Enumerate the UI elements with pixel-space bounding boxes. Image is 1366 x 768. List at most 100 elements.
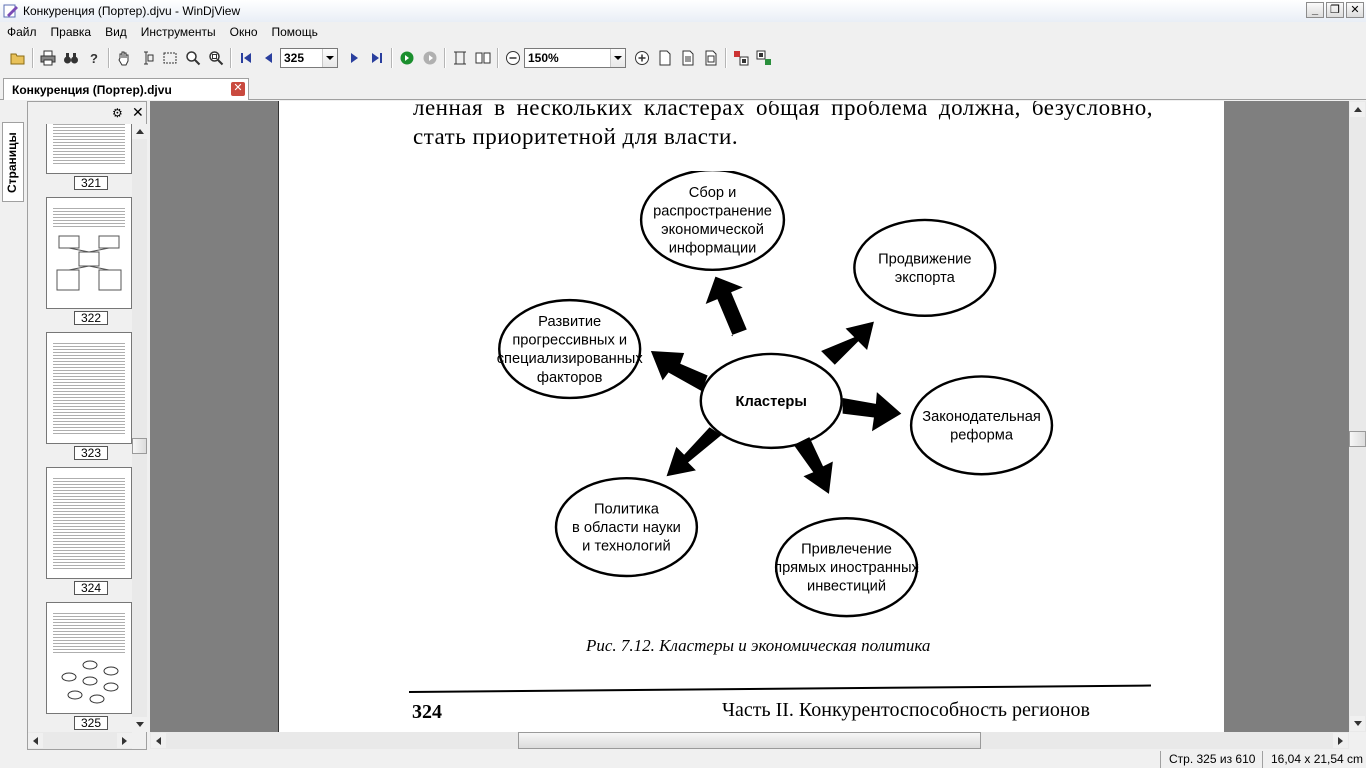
separator [108, 48, 109, 68]
main-horizontal-scrollbar[interactable] [150, 732, 1349, 749]
fit-page-icon[interactable] [653, 47, 676, 69]
scroll-right-icon[interactable] [1333, 733, 1348, 748]
scrollbar-thumb[interactable] [132, 438, 147, 454]
chevron-down-icon[interactable] [610, 49, 625, 67]
settings-icon[interactable]: ⚙ [112, 106, 123, 120]
prev-page-icon[interactable] [257, 47, 280, 69]
zoom-icon[interactable] [181, 47, 204, 69]
thumbnail-page[interactable] [46, 602, 132, 714]
toolbar: ? 325 150% [0, 44, 1366, 72]
arrow-icon [650, 351, 708, 392]
main-vertical-scrollbar[interactable] [1349, 101, 1366, 732]
back-history-icon[interactable] [418, 47, 441, 69]
chevron-down-icon[interactable] [322, 49, 337, 67]
thumbnail-page[interactable] [46, 467, 132, 579]
thumbnail-page[interactable] [46, 332, 132, 444]
scroll-down-icon[interactable] [1350, 716, 1365, 731]
status-size: 16,04 x 21,54 cm [1262, 751, 1366, 768]
find-icon[interactable] [59, 47, 82, 69]
arrow-icon [705, 276, 747, 337]
node-label-line: и технологий [582, 539, 670, 555]
center-ellipse [699, 352, 843, 450]
thumbnail-page[interactable] [46, 197, 132, 309]
select-area-icon[interactable] [158, 47, 181, 69]
print-icon[interactable] [36, 47, 59, 69]
menu-file[interactable]: Файл [7, 25, 37, 39]
rotate-right-icon[interactable] [752, 47, 775, 69]
node-ellipse [498, 298, 642, 400]
scroll-down-icon[interactable] [132, 717, 147, 732]
scroll-up-icon[interactable] [132, 124, 147, 139]
menu-window[interactable]: Окно [229, 25, 258, 39]
tab-document[interactable]: Конкуренция (Портер).djvu ✕ [3, 78, 249, 100]
first-page-icon[interactable] [234, 47, 257, 69]
app-icon [3, 3, 19, 19]
open-icon[interactable] [6, 47, 29, 69]
tab-label: Конкуренция (Портер).djvu [12, 82, 172, 97]
scroll-up-icon[interactable] [1350, 102, 1365, 117]
node-label-line: Продвижение [878, 251, 971, 267]
menu-tools[interactable]: Инструменты [140, 25, 216, 39]
last-page-icon[interactable] [365, 47, 388, 69]
zoom-value[interactable]: 150% [528, 51, 559, 65]
scroll-left-icon[interactable] [151, 733, 166, 748]
zoom-out-icon[interactable] [501, 47, 524, 69]
restore-button[interactable]: ❐ [1326, 2, 1344, 18]
chapter-title: Часть II. Конкурентоспособность регионов [722, 699, 1090, 721]
node-label-line: прямых иностранных [774, 560, 919, 576]
arrow-icon [666, 427, 722, 477]
center-label: Кластеры [736, 394, 807, 410]
scrollbar-thumb[interactable] [518, 732, 981, 749]
zoom-in-icon[interactable] [630, 47, 653, 69]
node-label-line: Развитие [538, 314, 601, 330]
thumbnails-panel: ⚙ ✕ 321 322 323 324 325 [27, 101, 147, 750]
paragraph: ленная в нескольких кластерах общая проб… [413, 101, 1153, 151]
menu-help[interactable]: Помощь [271, 25, 318, 39]
svg-text:?: ? [90, 51, 98, 66]
node-ellipse [639, 171, 786, 272]
select-text-icon[interactable] [135, 47, 158, 69]
separator [391, 48, 392, 68]
node-label-line: Привлечение [801, 542, 892, 558]
thumbnail-list: 321 322 323 324 325 [32, 124, 134, 732]
menu-edit[interactable]: Правка [50, 25, 92, 39]
zoom-rect-icon[interactable] [204, 47, 227, 69]
fit-width-icon[interactable] [448, 47, 471, 69]
menu-view[interactable]: Вид [105, 25, 127, 39]
close-window-button[interactable]: ✕ [1346, 2, 1364, 18]
fit-all-icon[interactable] [699, 47, 722, 69]
node-ellipse [774, 517, 919, 618]
node-label: Сбор ираспространениеэкономическойинформ… [653, 185, 772, 257]
scrollbar-thumb[interactable] [1349, 431, 1366, 447]
pages-panel-tab[interactable]: Страницы [2, 122, 24, 202]
scroll-left-icon[interactable] [28, 733, 43, 748]
page-number-combo[interactable]: 325 [280, 48, 338, 68]
close-tab-icon[interactable]: ✕ [231, 82, 245, 96]
node-label-line: специализированных [497, 351, 644, 367]
actual-size-icon[interactable] [676, 47, 699, 69]
hand-tool-icon[interactable] [112, 47, 135, 69]
next-page-icon[interactable] [342, 47, 365, 69]
node-label-line: экспорта [895, 270, 956, 286]
close-panel-icon[interactable]: ✕ [132, 104, 144, 120]
rotate-left-icon[interactable] [729, 47, 752, 69]
thumbnail-page[interactable] [46, 124, 132, 174]
node-ellipse [554, 476, 699, 578]
status-bar: Стр. 325 из 610 16,04 x 21,54 cm [0, 750, 1366, 768]
thumbnails-horizontal-scrollbar[interactable] [28, 732, 132, 749]
page-number-value[interactable]: 325 [284, 51, 305, 65]
node-label-line: факторов [537, 370, 603, 386]
forward-history-icon[interactable] [395, 47, 418, 69]
zoom-combo[interactable]: 150% [524, 48, 626, 68]
separator [230, 48, 231, 68]
thumbnails-vertical-scrollbar[interactable] [132, 124, 147, 732]
paragraph-line: стать приоритетной для власти. [413, 124, 739, 149]
scroll-right-icon[interactable] [117, 733, 132, 748]
help-icon[interactable]: ? [82, 47, 105, 69]
two-pages-icon[interactable] [471, 47, 494, 69]
node-label-line: распространение [653, 204, 772, 220]
pages-tab-label: Страницы [5, 132, 19, 193]
minimize-button[interactable]: _ [1306, 2, 1324, 18]
